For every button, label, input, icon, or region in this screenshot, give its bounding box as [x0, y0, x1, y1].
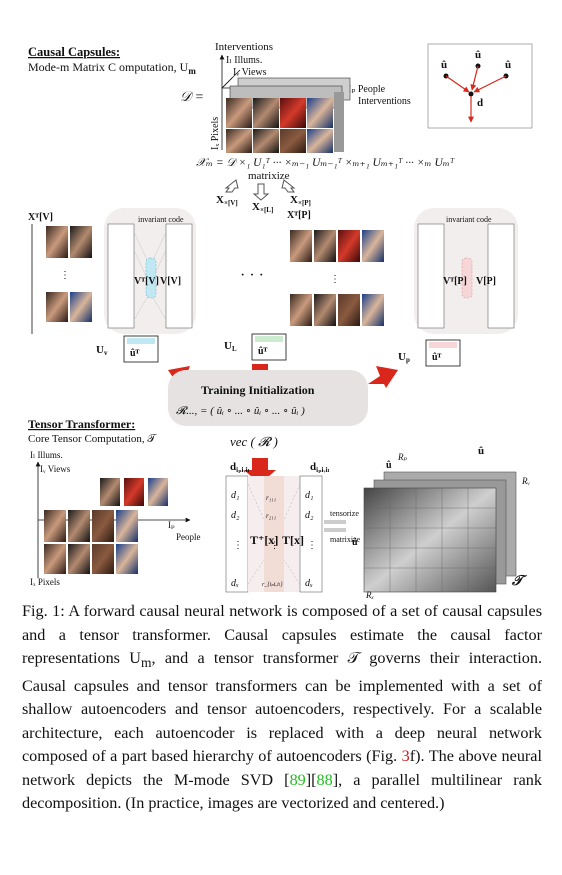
svg-text:Vᵀ[P]: Vᵀ[P]: [443, 276, 467, 287]
svg-text:V[V]: V[V]: [160, 276, 181, 287]
tensor-autoencoder: diₚiᵥiₗ diₚiᵥiₗ d₁ d₂ ⋮ dₓ d₁ d₂ ⋮ dₓ r₁…: [225, 461, 330, 593]
mode-m-equation: 𝒳ₘ = 𝒟 ×₁ U₁ᵀ ··· ×ₘ₋₁ Uₘ₋₁ᵀ ×ₘ₊₁ Uₘ₊₁ᵀ …: [196, 157, 455, 169]
matrixize-label: matrixize: [248, 170, 290, 182]
axis-people: Iₚ People: [348, 84, 386, 95]
svg-text:Rₓ: Rₓ: [365, 590, 374, 600]
tensor-transformer-title: Tensor Transformer:: [28, 417, 135, 431]
svg-text:UL: UL: [224, 340, 237, 353]
svg-text:matrixize: matrixize: [330, 535, 361, 544]
svg-text:Xᵀ[P]: Xᵀ[P]: [287, 210, 311, 221]
axis-arrow-diag2: [221, 77, 233, 89]
svg-text:𝓡..., = ( ûᵢ ∘ ... ∘ ûᵢ ∘ ...: 𝓡..., = ( ûᵢ ∘ ... ∘ ûᵢ ∘ ... ∘ ûᵢ ): [176, 405, 305, 417]
svg-text:û: û: [505, 59, 511, 71]
svg-text:𝒯: 𝒯: [511, 574, 528, 589]
axis-interventions: Interventions: [215, 41, 273, 53]
svg-text:diₚiᵥiₗ: diₚiᵥiₗ: [310, 461, 330, 474]
core-tensor: û û û Rₚ Rᵥ Rₓ 𝒯: [352, 445, 530, 600]
svg-text:û: û: [352, 537, 358, 548]
svg-text:r₁₁₁: r₁₁₁: [266, 494, 276, 502]
svg-text:People: People: [176, 532, 201, 542]
svg-text:Iₓ Pixels: Iₓ Pixels: [30, 577, 60, 587]
svg-text:d₁: d₁: [305, 490, 313, 501]
matrix-xv: X×[V]: [216, 194, 238, 207]
figure-diagram: Causal Capsules: Mode-m Matrix C omputat…: [28, 41, 533, 600]
axis-illums: Iₗ Illums.: [226, 55, 262, 66]
svg-text:dₓ: dₓ: [231, 578, 239, 589]
inset-causal-graph: û û û d: [427, 43, 533, 129]
svg-text:û: û: [475, 49, 481, 61]
svg-text:T[x]: T[x]: [282, 533, 304, 547]
tensorize-arrows: tensorize matrixize: [324, 509, 361, 544]
matrix-xp: X×[P]: [290, 194, 311, 207]
vec-label: vec ( 𝓡 ): [230, 434, 278, 449]
capsule-ellipsis: · · ·: [240, 267, 264, 284]
svg-text:dₓ: dₓ: [305, 578, 313, 589]
face-grid-top: [226, 77, 351, 153]
svg-text:invariant code: invariant code: [138, 215, 184, 224]
u-results: Uv ûᵀ UL ûᵀ Up ûᵀ: [96, 333, 461, 367]
svg-text:Iₗ Illums.: Iₗ Illums.: [30, 450, 63, 460]
svg-text:Rᵥ: Rᵥ: [521, 476, 530, 486]
svg-text:d₁: d₁: [231, 490, 239, 501]
svg-text:⋮: ⋮: [330, 274, 340, 285]
svg-text:Rₚ: Rₚ: [397, 452, 407, 462]
svg-text:⋮: ⋮: [307, 540, 317, 551]
svg-text:V[P]: V[P]: [476, 276, 496, 287]
svg-text:ûᵀ: ûᵀ: [432, 352, 442, 363]
svg-text:⋮: ⋮: [233, 540, 243, 551]
svg-text:Iᵥ Views: Iᵥ Views: [40, 464, 71, 474]
figure-caption: Fig. 1: A forward causal neural network …: [22, 602, 542, 813]
svg-text:Up: Up: [398, 351, 410, 364]
svg-text:Training Initialization: Training Initialization: [201, 383, 315, 397]
svg-text:û: û: [386, 460, 392, 471]
causal-capsules-title: Causal Capsules:: [28, 45, 120, 59]
svg-text:⋮: ⋮: [60, 270, 70, 281]
svg-text:û: û: [441, 59, 447, 71]
svg-text:T⁺[x]: T⁺[x]: [250, 533, 278, 547]
svg-text:Iₚ: Iₚ: [168, 520, 175, 530]
svg-text:û: û: [478, 445, 484, 457]
svg-text:ûᵀ: ûᵀ: [258, 346, 268, 357]
svg-text:r_{iₚiᵥiₗ}: r_{iₚiᵥiₗ}: [262, 582, 283, 588]
svg-text:d₂: d₂: [305, 510, 314, 521]
svg-text:Vᵀ[V]: Vᵀ[V]: [134, 276, 159, 287]
svg-text:d₂: d₂: [231, 510, 240, 521]
axis-people-interventions: Interventions: [358, 96, 411, 107]
capsule-views: Xᵀ[V] ⋮ invariant code Vᵀ[V] V[V]: [28, 208, 196, 334]
axis-views: Iᵥ Views: [233, 67, 267, 78]
training-initialization: Training Initialization 𝓡..., = ( ûᵢ ∘ .…: [168, 370, 368, 426]
face-grid-middle: Xᵀ[P] ⋮: [287, 210, 384, 326]
matrix-xl: X×[L]: [252, 201, 273, 214]
matrixize-arrows: [224, 179, 296, 201]
axis-pixels: Iₓ Pixels: [210, 117, 221, 150]
svg-text:d: d: [477, 97, 483, 109]
data-tensor-label: 𝒟 =: [180, 90, 204, 105]
svg-text:⋮: ⋮: [270, 540, 279, 550]
capsule-people: invariant code Vᵀ[P] V[P]: [414, 208, 518, 334]
svg-text:Uv: Uv: [96, 344, 108, 357]
svg-text:r₂₁₁: r₂₁₁: [266, 512, 276, 520]
svg-text:diₚiᵥiₗ: diₚiᵥiₗ: [230, 461, 250, 474]
svg-text:ûᵀ: ûᵀ: [130, 348, 140, 359]
svg-text:Xᵀ[V]: Xᵀ[V]: [28, 212, 53, 223]
causal-capsules-subtitle: Mode-m Matrix C omputation, Um: [28, 60, 196, 76]
tensor-transformer-subtitle: Core Tensor Computation, 𝒯: [28, 433, 157, 445]
svg-text:invariant code: invariant code: [446, 215, 492, 224]
face-grid-bottom: Iₗ Illums. Iᵥ Views Iₚ People Iₓ Pixels: [30, 450, 201, 587]
svg-text:tensorize: tensorize: [330, 509, 359, 518]
